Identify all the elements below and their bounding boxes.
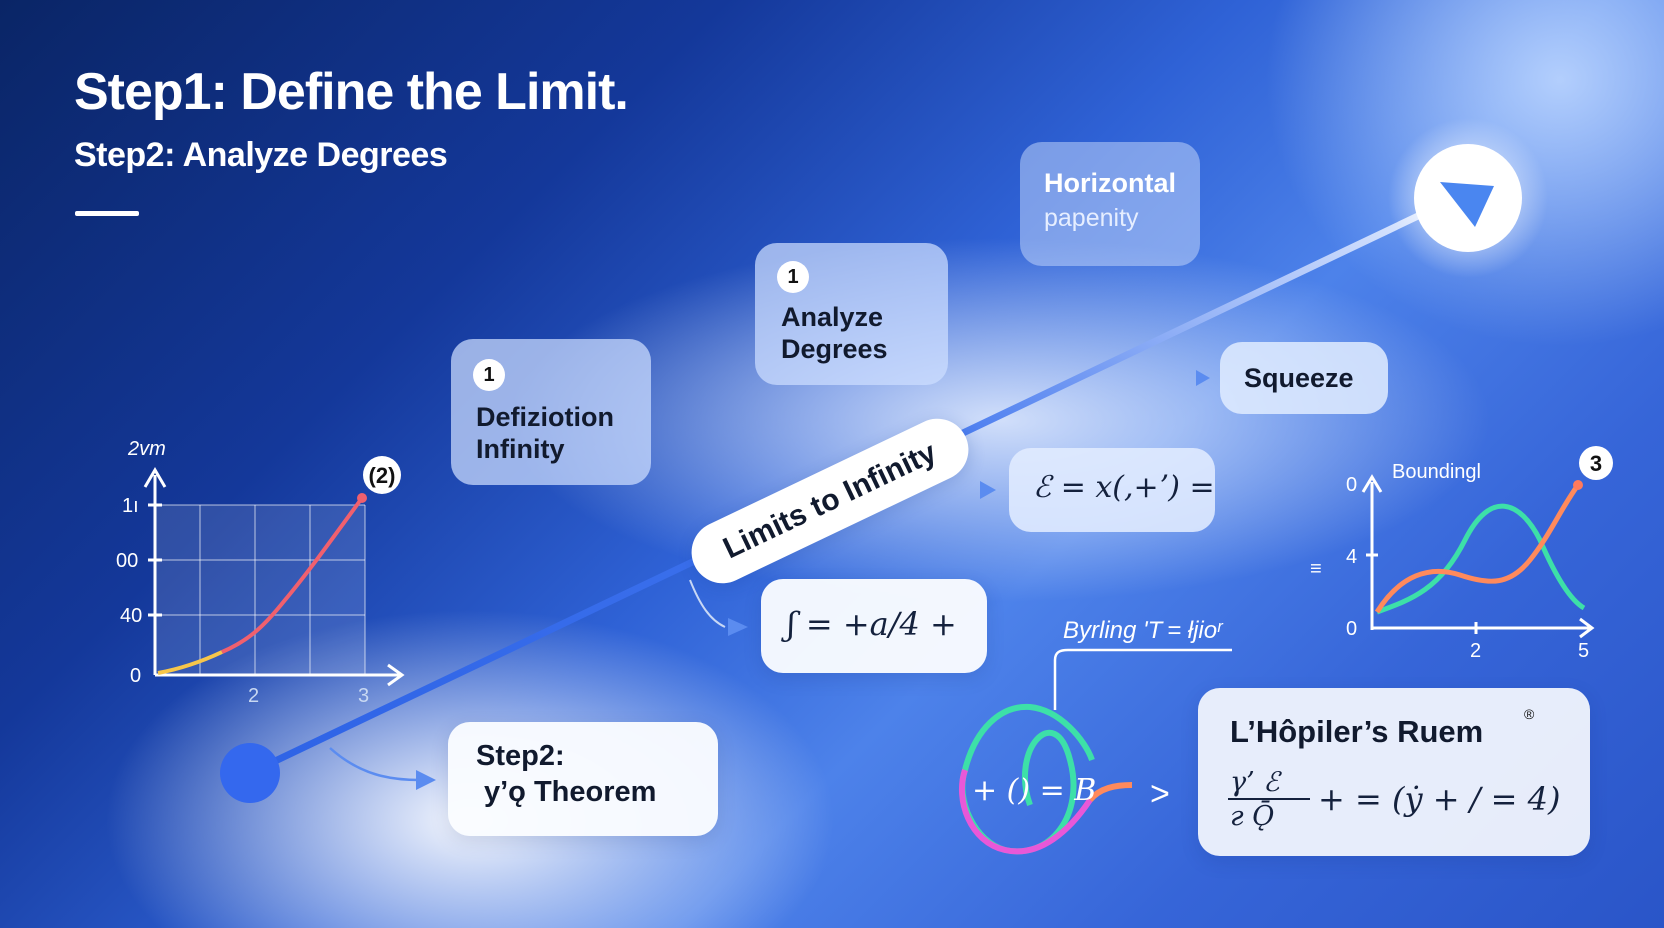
right-chart-endpoint [1573, 480, 1583, 490]
card-horizontal-title: Horizontal [1044, 168, 1176, 198]
left-chart-grid [155, 504, 366, 675]
page-title: Step1: Define the Limit. [74, 63, 629, 121]
left-chart-ytick-1: 1ı [122, 495, 139, 517]
card-definition-line1: Defiziotion [476, 402, 614, 432]
right-chart-y-arrow-icon [1361, 474, 1383, 493]
left-chart-endpoint [357, 493, 367, 503]
left-chart-point-badge [363, 456, 401, 494]
card-lhopital-title: L’Hôpiler’s Ruem [1230, 714, 1484, 749]
card-formula-2-text: ʃ = +a/4 + [787, 605, 957, 643]
left-chart-x-arrow-icon [387, 663, 405, 687]
card-analyze-badge: 1 [777, 261, 809, 293]
loop-curve-pink [958, 769, 1093, 855]
arrow-to-formula2-icon [728, 618, 748, 636]
card-analyze-line2: Degrees [781, 334, 888, 364]
card-formula-2[interactable]: ʃ = +a/4 + [761, 579, 987, 673]
title-underline [75, 211, 139, 216]
loop-formula: + () = В [972, 773, 1096, 808]
left-chart-y-arrow-icon [143, 467, 167, 488]
right-chart-x-arrow-icon [1579, 617, 1595, 639]
card-step2-theorem[interactable]: Step2: y’ǫ Theorem [448, 722, 718, 836]
loop-arrow-icon: > [1150, 775, 1170, 813]
right-chart: 3 Boundingl 0 4 0 2 5 ≡ [1310, 446, 1613, 662]
right-chart-ytick-2: 4 [1346, 546, 1357, 568]
left-chart-point-label: (2) [369, 463, 396, 488]
left-chart-ytick-4: 0 [130, 665, 141, 687]
left-chart-curve [221, 496, 364, 654]
card-analyze-degrees[interactable]: 1 Analyze Degrees [755, 243, 948, 385]
left-chart-xtick-2: 3 [358, 685, 369, 707]
end-arrow-icon [1440, 182, 1494, 227]
card-horizontal[interactable]: Horizontal papenity [1020, 142, 1200, 266]
arrow-to-squeeze-icon [1196, 370, 1210, 386]
connector-formula2 [689, 579, 726, 628]
card-lhopital[interactable]: L’Hôpiler’s Ruem ® γ’ ℰ г Ǭ + = (ẏ + / =… [1198, 688, 1590, 856]
card-formula-1[interactable]: ℰ = x(,+ʼ) = [1009, 448, 1215, 532]
left-chart-ylabel: 2vm [127, 438, 166, 460]
left-chart-curve-low [157, 650, 223, 675]
card-lhopital-formula: + = (ẏ + / = 4) [1318, 780, 1561, 818]
left-chart-xtick-1: 2 [248, 685, 259, 707]
card-analyze-line1: Analyze [781, 302, 884, 332]
left-chart-ytick-2: 00 [116, 550, 138, 572]
loop-bracket-line [1053, 648, 1232, 710]
card-definition-infinity[interactable]: 1 Defiziotion Infinity [451, 339, 651, 485]
left-chart: (2) 2vm 1ı 00 40 0 2 3 [116, 438, 405, 707]
connector-step2 [329, 747, 421, 782]
arrow-to-formula1-icon [980, 481, 996, 499]
right-chart-ytick-3: 0 [1346, 618, 1357, 640]
right-chart-point-label: 3 [1590, 451, 1602, 476]
card-step2-line2: y’ǫ Theorem [484, 776, 657, 808]
right-chart-xtick-2: 5 [1578, 640, 1589, 662]
right-chart-ytick-1: 0 [1346, 474, 1357, 496]
right-chart-xtick-1: 2 [1470, 640, 1481, 662]
page-subtitle: Step2: Analyze Degrees [74, 136, 448, 174]
card-squeeze[interactable]: Squeeze [1220, 342, 1388, 414]
card-lhopital-frac-bottom: г Ǭ [1230, 801, 1275, 832]
right-chart-title: Boundingl [1392, 461, 1481, 483]
card-definition-badge: 1 [473, 359, 505, 391]
start-dot [220, 743, 280, 803]
card-step2-line1: Step2: [476, 740, 565, 772]
left-chart-area [155, 505, 365, 675]
card-formula-1-text: ℰ = x(,+ʼ) = [1033, 470, 1215, 505]
right-chart-equiv-icon: ≡ [1310, 558, 1322, 580]
right-chart-curve-green [1376, 503, 1586, 615]
card-definition-line2: Infinity [476, 434, 565, 464]
registered-mark-icon: ® [1524, 706, 1535, 722]
loop-graphic: Byrling ʹT = łjioʳ + () = В > [958, 617, 1232, 855]
right-chart-curve-orange [1374, 483, 1581, 614]
card-lhopital-frac-top: γ’ ℰ [1230, 767, 1280, 798]
left-chart-ytick-3: 40 [120, 605, 142, 627]
loop-curve-orange [1087, 782, 1133, 803]
card-squeeze-label: Squeeze [1244, 363, 1354, 393]
loop-label: Byrling ʹT = łjioʳ [1063, 617, 1224, 644]
right-chart-point-badge [1579, 446, 1613, 480]
fraction-bar [1228, 798, 1310, 800]
card-horizontal-subtitle: papenity [1044, 204, 1139, 232]
left-chart-ticks [148, 503, 162, 617]
arrow-to-step2-icon [416, 770, 436, 790]
